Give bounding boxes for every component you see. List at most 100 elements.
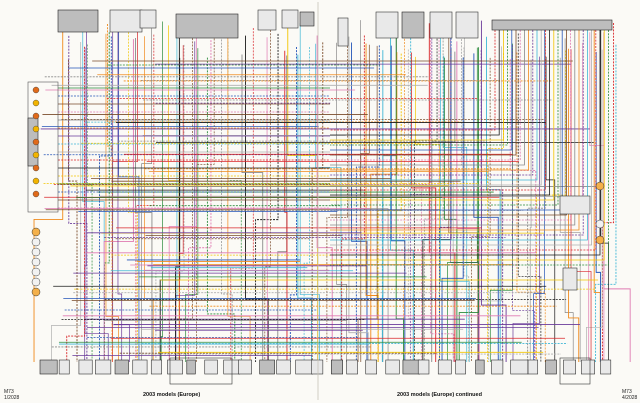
wire [160,21,163,362]
wire [299,23,320,362]
wire [330,30,529,171]
wire [241,54,264,362]
wire [103,39,134,362]
wire [284,50,288,362]
wire [423,37,444,362]
wire [370,52,398,362]
wire [355,45,380,362]
wire [409,28,433,362]
top-connector [401,11,425,39]
wire [403,29,405,362]
top-connector [337,17,349,47]
wire [330,30,601,256]
wire [330,30,592,246]
wire [330,30,588,241]
wire [303,46,310,362]
wire [330,30,538,181]
bottom-connector [78,359,93,375]
top-connector [175,13,239,39]
cluster-lamp [32,164,40,172]
bottom-connector [600,359,612,375]
wire [105,33,119,362]
wire [516,52,546,362]
wire [118,26,140,362]
bottom-connector [132,359,148,375]
bottom-connector [563,359,576,375]
wire [512,56,541,362]
wire [600,26,609,362]
wire [559,57,581,362]
wire [135,38,153,362]
wire [463,47,470,362]
wire [188,40,212,362]
bottom-connector [259,359,275,375]
wire [289,46,297,362]
bottom-connector [58,359,70,375]
wire [168,37,197,362]
fuse-holder [562,267,578,291]
wire [441,57,464,362]
indicator-bulb [31,247,41,257]
wire [330,30,550,196]
wire [410,52,437,362]
wire [227,41,242,362]
right-code2: 4/2028 [622,395,638,401]
top-connector [109,9,143,33]
top-connector [455,11,479,39]
wire [564,38,574,362]
cluster-lamp [32,190,40,198]
wire [330,30,517,156]
bottom-connector [295,359,314,375]
wire [330,30,504,141]
wire [509,58,537,362]
wire [66,46,86,362]
wire [127,28,138,362]
ecu-block [169,357,233,385]
wire [431,51,456,362]
right-caption: 2003 models (Europe) continued [397,392,482,398]
cluster-lamp [32,86,40,94]
wire [568,48,580,362]
bottom-connector [276,359,291,375]
bottom-connector [95,359,112,375]
wire [330,30,609,266]
bottom-connector [150,359,162,375]
wire [512,45,535,362]
wire [330,30,571,221]
wire [227,30,251,362]
wire [67,59,78,362]
wire-layer [33,20,631,362]
wire [330,30,584,236]
wire [330,30,576,226]
wire [390,45,406,362]
left-caption: 2003 models (Europe) [143,392,200,398]
right-code: M73 [622,389,632,395]
wire [360,44,370,362]
left-code: M73 [4,389,14,395]
indicator-bulb [31,287,41,297]
wire [570,49,592,362]
wire [330,30,521,161]
wire [330,30,555,201]
bottom-connector [365,359,377,375]
bottom-connector [39,359,58,375]
wire [68,35,88,362]
wire [326,39,348,362]
wire [421,30,440,362]
bottom-connector [402,359,420,375]
wire [287,26,318,362]
cluster-lamp [32,125,40,133]
left-code2: 1/2028 [4,395,20,401]
wire [517,33,542,362]
wire [330,30,567,216]
wire [330,30,500,136]
wire [545,56,556,362]
wire [527,37,546,362]
top-connector [375,11,399,39]
cluster-lamp [32,99,40,107]
wire [330,30,525,166]
wire [330,30,605,261]
wire [330,30,534,176]
